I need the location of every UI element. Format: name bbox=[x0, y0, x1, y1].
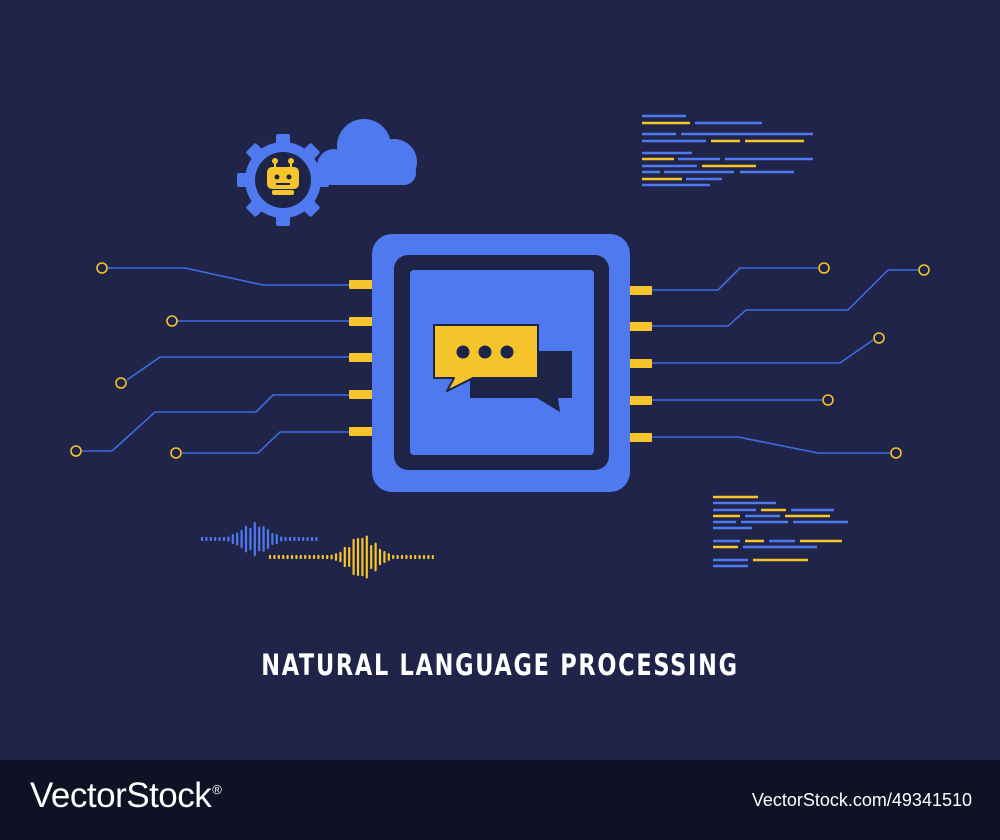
footer-bar: VectorStock® VectorStock.com/49341510 bbox=[0, 760, 1000, 840]
chat-bubble-icon bbox=[433, 324, 572, 412]
right-trace-nodes bbox=[818, 262, 930, 459]
gear-icon bbox=[237, 134, 329, 226]
left-circuit-traces bbox=[82, 267, 360, 454]
brand-name: VectorStock bbox=[30, 776, 212, 815]
cloud-icon bbox=[317, 119, 417, 185]
left-trace-nodes bbox=[70, 262, 182, 459]
registered-mark: ® bbox=[212, 782, 222, 798]
chip-pins bbox=[349, 280, 652, 442]
robot-icon bbox=[267, 158, 299, 195]
right-circuit-traces bbox=[640, 267, 918, 454]
page-title: NATURAL LANGUAGE PROCESSING bbox=[261, 648, 739, 682]
brand-logo: VectorStock® bbox=[30, 776, 222, 816]
code-lines-bottom-icon bbox=[713, 495, 848, 568]
image-reference: VectorStock.com/49341510 bbox=[751, 790, 972, 810]
sound-wave-icon bbox=[200, 521, 434, 579]
code-lines-top-icon bbox=[642, 114, 813, 187]
nlp-illustration bbox=[70, 114, 930, 579]
